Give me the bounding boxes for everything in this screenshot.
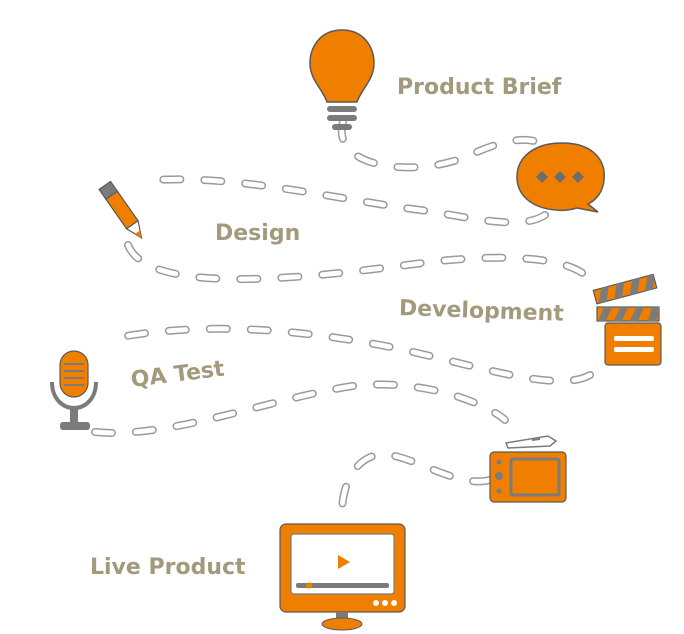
monitor-video-icon [279,523,406,631]
step-label-product-brief: Product Brief [397,75,562,100]
pencil-icon [98,180,143,240]
microphone-icon [50,350,98,430]
dashed-road-path [91,118,594,524]
step-label-design: Design [215,221,301,246]
chat-bubble-icon [516,142,605,213]
lightbulb-icon [309,29,375,130]
graphics-tablet-icon [489,435,567,503]
step-label-live-product: Live Product [90,555,246,580]
clapperboard-icon [592,273,662,366]
